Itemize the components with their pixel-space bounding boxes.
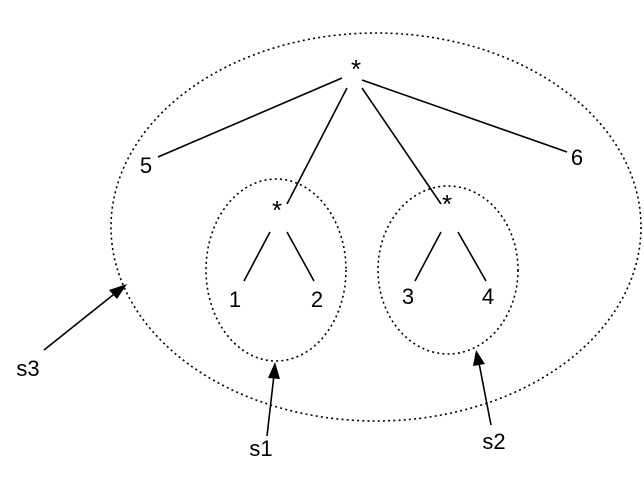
left-subtree-operator: * [272,195,282,225]
edge-root-to-5 [157,77,343,158]
edge-root-to-left-subtree [286,87,348,205]
edge-right-op-to-3 [414,231,442,282]
s3-label: s3 [16,356,39,381]
region-s3-outline [110,32,642,422]
s1-label: s1 [249,436,272,461]
leaf-6: 6 [571,145,583,170]
s3-arrowhead [109,284,127,299]
s2-arrowhead [473,350,485,366]
region-s1-outline [205,178,347,362]
leaf-3: 3 [402,284,414,309]
s3-arrow-line [43,290,119,351]
s1-arrow-line [266,374,275,437]
region-s2-outline [377,185,519,355]
edge-root-to-right-subtree [361,87,442,205]
edge-left-op-to-2 [286,231,315,282]
leaf-2: 2 [311,287,323,312]
root-operator: * [351,54,361,84]
s1-arrowhead [268,362,280,379]
leaf-1: 1 [229,287,241,312]
leaf-5: 5 [140,153,152,178]
right-subtree-operator: * [442,189,452,219]
edge-left-op-to-1 [243,231,271,282]
s2-label: s2 [482,429,505,454]
edge-right-op-to-4 [457,231,487,282]
s2-arrow-line [478,362,492,426]
leaf-4: 4 [482,284,494,309]
edge-root-to-6 [361,79,568,153]
